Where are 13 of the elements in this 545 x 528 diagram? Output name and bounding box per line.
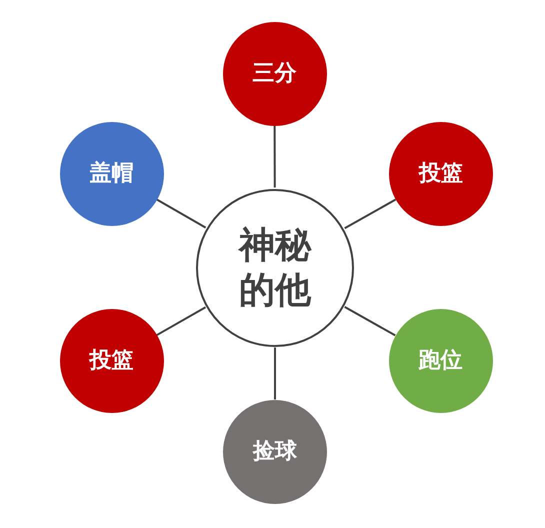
node-label: 捡球 [253,438,297,466]
node-label: 投篮 [419,160,463,188]
connector-line [344,306,396,336]
node-label: 投篮 [90,347,134,375]
node-label: 三分 [252,60,296,88]
connector-line [156,306,206,336]
node-label: 盖帽 [90,160,134,188]
node-label: 神秘的他 [237,224,312,312]
node-label: 跑位 [418,347,462,375]
connector-line [274,348,276,400]
connector-line [274,126,276,188]
connector-line [156,198,206,228]
connector-line [344,198,396,230]
